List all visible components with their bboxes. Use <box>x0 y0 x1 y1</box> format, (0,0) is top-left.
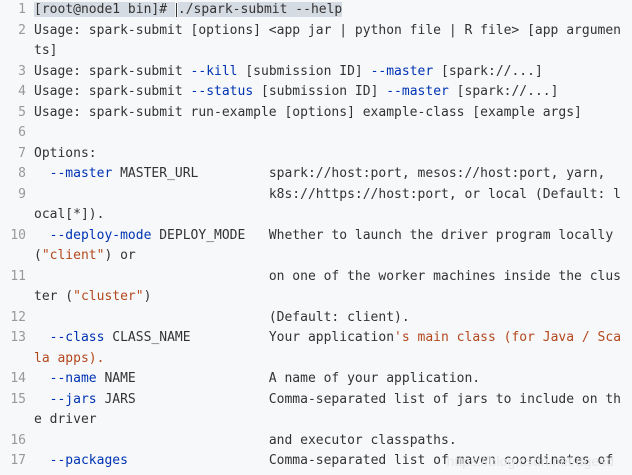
line-number: 11 <box>10 268 26 284</box>
code-token: Usage: spark-submit <box>34 63 191 79</box>
code-token: --jars <box>49 391 97 407</box>
line-number: 3 <box>18 63 26 79</box>
line-number: 5 <box>18 104 26 120</box>
code-text: --name NAME A name of your application. <box>26 369 632 390</box>
line-number: 15 <box>10 391 26 407</box>
code-token: k8s://https://host:port, or local (Defau… <box>34 186 622 223</box>
code-token: ./spark-submit --help <box>177 2 343 17</box>
code-token: "cluster" <box>73 289 144 304</box>
text-cursor-icon <box>175 2 177 17</box>
code-token: Usage: spark-submit [options] <app jar |… <box>34 22 621 59</box>
code-text: Usage: spark-submit --status [submission… <box>26 82 632 103</box>
code-token <box>34 371 50 386</box>
code-token: DEPLOY_MODE Whether to launch the driver… <box>34 227 622 264</box>
code-token: and executor classpaths. <box>34 432 457 448</box>
code-token: MASTER_URL spark://host:port, mesos://ho… <box>112 166 606 181</box>
code-text: (Default: client). <box>26 308 632 329</box>
code-line: 17 --packages Comma-separated list of ma… <box>0 451 632 472</box>
code-line: 2 Usage: spark-submit [options] <app jar … <box>0 21 632 62</box>
code-token: --master <box>49 166 113 181</box>
line-number: 12 <box>10 309 26 325</box>
line-number: 1 <box>18 2 26 17</box>
code-token <box>34 166 50 181</box>
code-token <box>34 392 50 407</box>
code-token: Comma-separated list of maven coordinate… <box>127 453 614 468</box>
code-token: --deploy-mode <box>49 227 152 243</box>
code-token: (Default: client). <box>34 309 410 325</box>
code-text: --class CLASS_NAME Your application's ma… <box>26 328 632 369</box>
line-number: 7 <box>18 145 26 161</box>
code-text: [root@node1 bin]# ./spark-submit --help <box>26 0 632 21</box>
code-text: Usage: spark-submit [options] <app jar |… <box>26 21 632 62</box>
code-token: Usage: spark-submit run-example [options… <box>34 104 582 120</box>
code-text: --packages Comma-separated list of maven… <box>26 451 632 472</box>
line-number: 16 <box>10 432 26 448</box>
code-line: 9 k8s://https://host:port, or local (Def… <box>0 185 632 226</box>
code-line: 11 on one of the worker machines inside … <box>0 267 632 308</box>
code-token: on one of the worker machines inside the… <box>34 268 622 305</box>
code-line: 10 --deploy-mode DEPLOY_MODE Whether to … <box>0 226 632 267</box>
code-line: 14 --name NAME A name of your applicatio… <box>0 369 632 390</box>
watermark: https://blog.csdn.net/dgesd <box>446 453 614 469</box>
code-token: --kill <box>190 63 238 79</box>
line-number: 4 <box>18 84 26 99</box>
code-token: --master <box>370 63 434 79</box>
code-line: 12 (Default: client). <box>0 308 632 329</box>
code-token: [submission ID] <box>237 63 371 79</box>
code-text: --jars JARS Comma-separated list of jars… <box>26 390 632 431</box>
line-number: 8 <box>18 166 26 181</box>
line-number: 10 <box>10 227 26 243</box>
code-token: Options: <box>34 145 97 161</box>
line-number: 6 <box>18 125 26 140</box>
code-token: [submission ID] <box>253 84 387 99</box>
code-text: on one of the worker machines inside the… <box>26 267 632 308</box>
code-token: CLASS_NAME Your application <box>104 330 395 345</box>
code-line: 1[root@node1 bin]# ./spark-submit --help <box>0 0 632 21</box>
code-line: 5 Usage: spark-submit run-example [option… <box>0 103 632 124</box>
line-number: 14 <box>10 371 26 386</box>
code-token: --status <box>190 84 254 99</box>
code-text: and executor classpaths. <box>26 431 632 452</box>
code-text <box>26 123 632 144</box>
line-number: 13 <box>10 330 26 345</box>
code-line: 7 Options: <box>0 144 632 165</box>
code-text: Options: <box>26 144 632 165</box>
code-token: NAME A name of your application. <box>96 371 481 386</box>
code-token <box>34 228 50 243</box>
code-line: 13 --class CLASS_NAME Your application's… <box>0 328 632 369</box>
code-text: k8s://https://host:port, or local (Defau… <box>26 185 632 226</box>
code-token: JARS Comma-separated list of jars to inc… <box>34 391 622 428</box>
line-number: 2 <box>18 22 26 38</box>
code-token: Usage: spark-submit <box>34 84 191 99</box>
code-token <box>34 125 42 140</box>
code-token: --packages <box>49 453 128 468</box>
code-token: [spark://...] <box>448 84 559 99</box>
line-number: 9 <box>18 186 26 202</box>
code-line: 16 and executor classpaths. <box>0 431 632 452</box>
code-token: "client" <box>41 248 105 263</box>
code-text: Usage: spark-submit --kill [submission I… <box>26 62 632 83</box>
code-line: 15 --jars JARS Comma-separated list of j… <box>0 390 632 431</box>
code-token: ) <box>143 289 152 304</box>
code-line: 6 <box>0 123 632 144</box>
code-token: [root@node1 bin]# <box>34 2 175 17</box>
code-token: --name <box>49 371 97 386</box>
code-text: --deploy-mode DEPLOY_MODE Whether to lau… <box>26 226 632 267</box>
code-token <box>34 330 50 345</box>
line-number: 17 <box>10 453 26 468</box>
code-token: ) or <box>104 248 136 263</box>
code-text: Usage: spark-submit run-example [options… <box>26 103 632 124</box>
code-token <box>34 453 50 468</box>
code-line: 8 --master MASTER_URL spark://host:port,… <box>0 164 632 185</box>
code-token: --class <box>49 330 105 345</box>
code-token: [spark://...] <box>433 63 543 79</box>
code-token: 's main class (for Java / Scala apps). <box>34 330 622 366</box>
code-text: --master MASTER_URL spark://host:port, m… <box>26 164 632 185</box>
code-token: --master <box>386 84 449 99</box>
